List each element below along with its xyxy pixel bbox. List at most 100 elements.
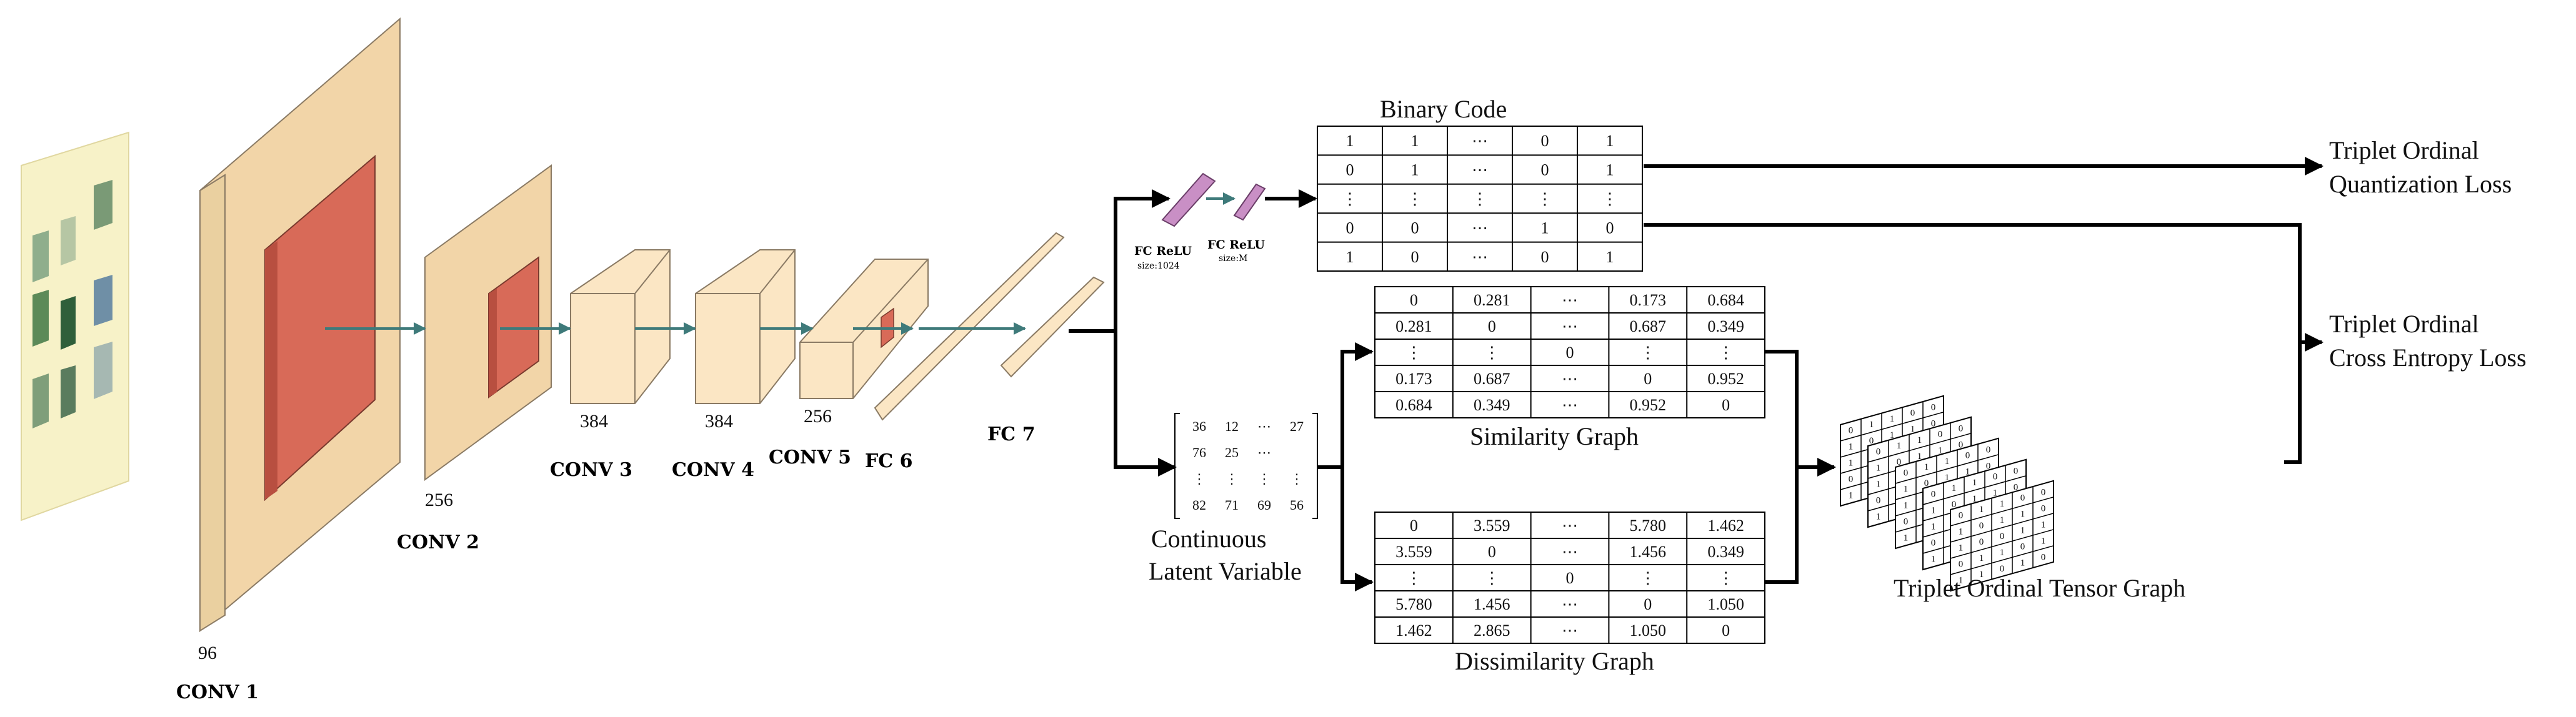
tensor-cell: 0	[1904, 468, 1909, 478]
tensor-cell: 1	[1910, 425, 1915, 435]
similarity-cell: 0.687	[1474, 370, 1510, 388]
tensor-cell: 1	[2000, 515, 2005, 525]
latent-label-line2: Latent Variable	[1149, 557, 1302, 585]
quant-loss-line2: Quantization Loss	[2329, 170, 2512, 198]
latent-cell: 56	[1290, 497, 1304, 513]
latent-cell: 69	[1257, 497, 1271, 513]
ce-loss-line2: Cross Entropy Loss	[2329, 344, 2527, 372]
tensor-cell: 0	[1931, 538, 1936, 548]
tensor-cell: 1	[1849, 458, 1854, 468]
latent-cell: ⋯	[1257, 418, 1271, 434]
dissimilarity-cell: 2.865	[1474, 621, 1510, 640]
dissimilarity-title: Dissimilarity Graph	[1455, 647, 1654, 675]
dissimilarity-cell: ⋮	[1405, 569, 1422, 587]
dissimilarity-cell: 5.780	[1630, 517, 1667, 535]
dissimilarity-cell: 0	[1566, 569, 1574, 587]
binary-code-cell: ⋮	[1407, 190, 1423, 208]
tensor-cell: 1	[2000, 548, 2005, 558]
dissimilarity-cell: 0.349	[1707, 543, 1744, 561]
dissimilarity-cell: 1.050	[1630, 621, 1667, 640]
latent-cell: 82	[1192, 497, 1206, 513]
split-arrows	[1069, 189, 1177, 477]
tensor-cell: 0	[1993, 472, 1998, 482]
binary-code-cell: 1	[1606, 132, 1614, 150]
conv4-label: CONV 4	[672, 459, 754, 481]
tensor-cell: 0	[2041, 487, 2046, 497]
similarity-cell: 0.684	[1395, 396, 1432, 414]
conv3-block	[570, 249, 671, 404]
latent-cell: ⋮	[1290, 471, 1304, 487]
similarity-cell: 0.281	[1395, 317, 1432, 335]
tensor-cell: 1	[1979, 570, 1984, 580]
tensor-row-divider	[1895, 454, 1999, 484]
tensor-cell: 0	[1979, 521, 1984, 531]
tensor-cell: 0	[1931, 489, 1936, 499]
hash-layer-2-size: size:M	[1219, 254, 1247, 264]
hash-layer-2-label: FC ReLU	[1207, 238, 1265, 252]
tensor-cell: 0	[1986, 461, 1991, 471]
similarity-cell: ⋯	[1562, 370, 1578, 388]
tensor-cell: 0	[1904, 517, 1909, 527]
tensor-cell: 1	[1876, 479, 1881, 489]
similarity-cell: 0.173	[1395, 370, 1432, 388]
similarity-cell: ⋯	[1562, 396, 1578, 414]
tensor-cell: 1	[1979, 553, 1984, 563]
tensor-cell: 1	[1945, 457, 1950, 467]
conv1-label: CONV 1	[176, 681, 259, 703]
similarity-cell: 0.952	[1707, 370, 1744, 388]
conv2-label: CONV 2	[397, 532, 479, 553]
tensor-cell: 1	[1931, 505, 1936, 515]
binary-code-cell: 1	[1411, 132, 1419, 150]
dissimilarity-cell: ⋯	[1562, 595, 1578, 613]
tensor-cell: 1	[1904, 484, 1909, 494]
tensor-cell: 0	[1876, 495, 1881, 505]
conv1-block	[199, 17, 401, 633]
tensor-row-divider	[1950, 529, 2054, 559]
hash-layer-1-label: FC ReLU	[1134, 244, 1192, 258]
tensor-cell: 0	[1876, 447, 1881, 457]
binary-code-cell: 0	[1411, 219, 1419, 237]
fc6-label: FC 6	[865, 450, 913, 472]
dissimilarity-cell: 1.050	[1707, 595, 1744, 613]
dissimilarity-cell: 1.462	[1395, 621, 1432, 640]
quant-loss-line1: Triplet Ordinal	[2329, 136, 2479, 164]
similarity-cell: 0	[1644, 370, 1652, 388]
conv4-block	[695, 249, 796, 404]
similarity-cell: ⋯	[1562, 317, 1578, 335]
tensor-input-arrows	[1765, 350, 1836, 584]
similarity-cell: ⋮	[1718, 344, 1734, 362]
tensor-row-divider	[1950, 513, 2054, 543]
dissimilarity-cell: 0	[1722, 621, 1730, 640]
similarity-cell: 0	[1566, 344, 1574, 362]
binary-code-cell: 0	[1541, 248, 1549, 266]
tensor-cell: 0	[1849, 425, 1854, 435]
tensor-cell: 1	[1849, 442, 1854, 452]
latent-cell: ⋮	[1257, 471, 1271, 487]
dissimilarity-cell: 5.780	[1395, 595, 1432, 613]
binary-code-cell: ⋮	[1342, 190, 1358, 208]
tensor-cell: 1	[2041, 520, 2046, 530]
similarity-cell: 0.349	[1707, 317, 1744, 335]
dissimilarity-cell: 1.456	[1474, 595, 1510, 613]
loss-arrows	[1644, 157, 2324, 464]
binary-code-cell: 0	[1411, 248, 1419, 266]
tensor-cell: 1	[1849, 490, 1854, 500]
fc7-block	[1000, 276, 1105, 378]
fc6-block	[874, 232, 1065, 421]
tensor-cell: 0	[1931, 402, 1936, 412]
binary-code-cell: 1	[1606, 161, 1614, 179]
tensor-cell: 1	[1924, 462, 1929, 472]
tensor-cell: 1	[1904, 533, 1909, 543]
input-images	[21, 131, 129, 522]
conv5-label: CONV 5	[769, 447, 851, 468]
binary-code-cell: 0	[1346, 161, 1354, 179]
tensor-cell: 0	[1938, 430, 1943, 440]
latent-cell: ⋯	[1257, 445, 1271, 460]
binary-code-cell: 1	[1606, 248, 1614, 266]
tensor-cell: 1	[1972, 494, 1977, 504]
similarity-cell: 0.952	[1630, 396, 1667, 414]
binary-code-cell: ⋯	[1472, 161, 1488, 179]
